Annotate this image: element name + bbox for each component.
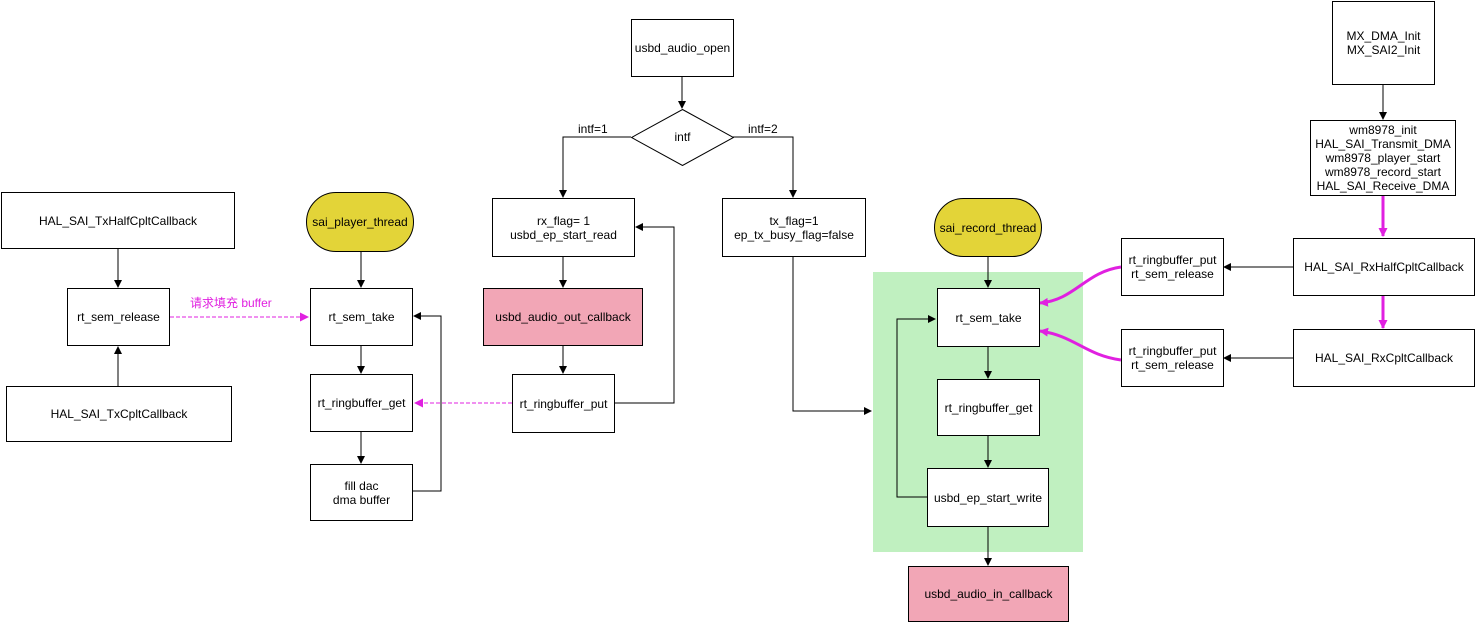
put2-to-semtake-magenta-arrow [1039, 327, 1122, 362]
branch-left-label: intf=1 [578, 122, 608, 136]
write-loop-arrow [896, 315, 936, 498]
rx-put-release-box-2: rt_ringbuffer_put rt_sem_release [1121, 329, 1224, 387]
txstart-to-record-zone-arrow [792, 257, 872, 415]
request-buffer-label: 请求填充 buffer [190, 296, 272, 310]
ringput-loop-arrow [614, 223, 675, 404]
codec-init-box: wm8978_init HAL_SAI_Transmit_DMA wm8978_… [1310, 120, 1456, 196]
usbd-ringbuffer-put-box: rt_ringbuffer_put [512, 374, 615, 433]
usbd-audio-open-box: usbd_audio_open [631, 19, 734, 77]
player-ringbuffer-get-box: rt_ringbuffer_get [310, 374, 413, 432]
usbd-audio-in-callback-box: usbd_audio_in_callback [908, 566, 1069, 622]
usbd-ep-start-write-box: usbd_ep_start_write [927, 468, 1049, 527]
rx-half-callback-box: HAL_SAI_RxHalfCpltCallback [1293, 238, 1475, 296]
filldac-loop-arrow [413, 312, 442, 492]
intf-decision-label: intf [674, 130, 691, 144]
tx-cplt-callback-box: HAL_SAI_TxCpltCallback [6, 386, 232, 442]
branch-right-arrow [733, 136, 797, 198]
usbd-audio-out-callback-box: usbd_audio_out_callback [483, 288, 643, 346]
rx-cplt-callback-box: HAL_SAI_RxCpltCallback [1293, 329, 1475, 387]
put1-to-semtake-magenta-arrow [1039, 265, 1122, 307]
player-sem-take-box: rt_sem_take [310, 288, 413, 346]
tx-sem-release-box: rt_sem_release [67, 288, 170, 346]
branch-right-label: intf=2 [748, 122, 778, 136]
record-ringbuffer-get-box: rt_ringbuffer_get [937, 379, 1040, 436]
rx-put-release-box-1: rt_ringbuffer_put rt_sem_release [1121, 238, 1224, 296]
fill-dac-box: fill dac dma buffer [310, 464, 413, 521]
rx-start-read-box: rx_flag= 1 usbd_ep_start_read [492, 198, 635, 257]
branch-left-arrow [559, 136, 631, 198]
record-thread-terminal: sai_record_thread [934, 198, 1042, 257]
mx-init-box: MX_DMA_Init MX_SAI2_Init [1332, 1, 1435, 85]
record-sem-take-box: rt_sem_take [937, 288, 1040, 347]
intf-decision: intf [631, 109, 734, 166]
player-thread-terminal: sai_player_thread [306, 192, 414, 252]
tx-start-box: tx_flag=1 ep_tx_busy_flag=false [722, 198, 866, 257]
tx-half-callback-box: HAL_SAI_TxHalfCpltCallback [1, 192, 235, 249]
